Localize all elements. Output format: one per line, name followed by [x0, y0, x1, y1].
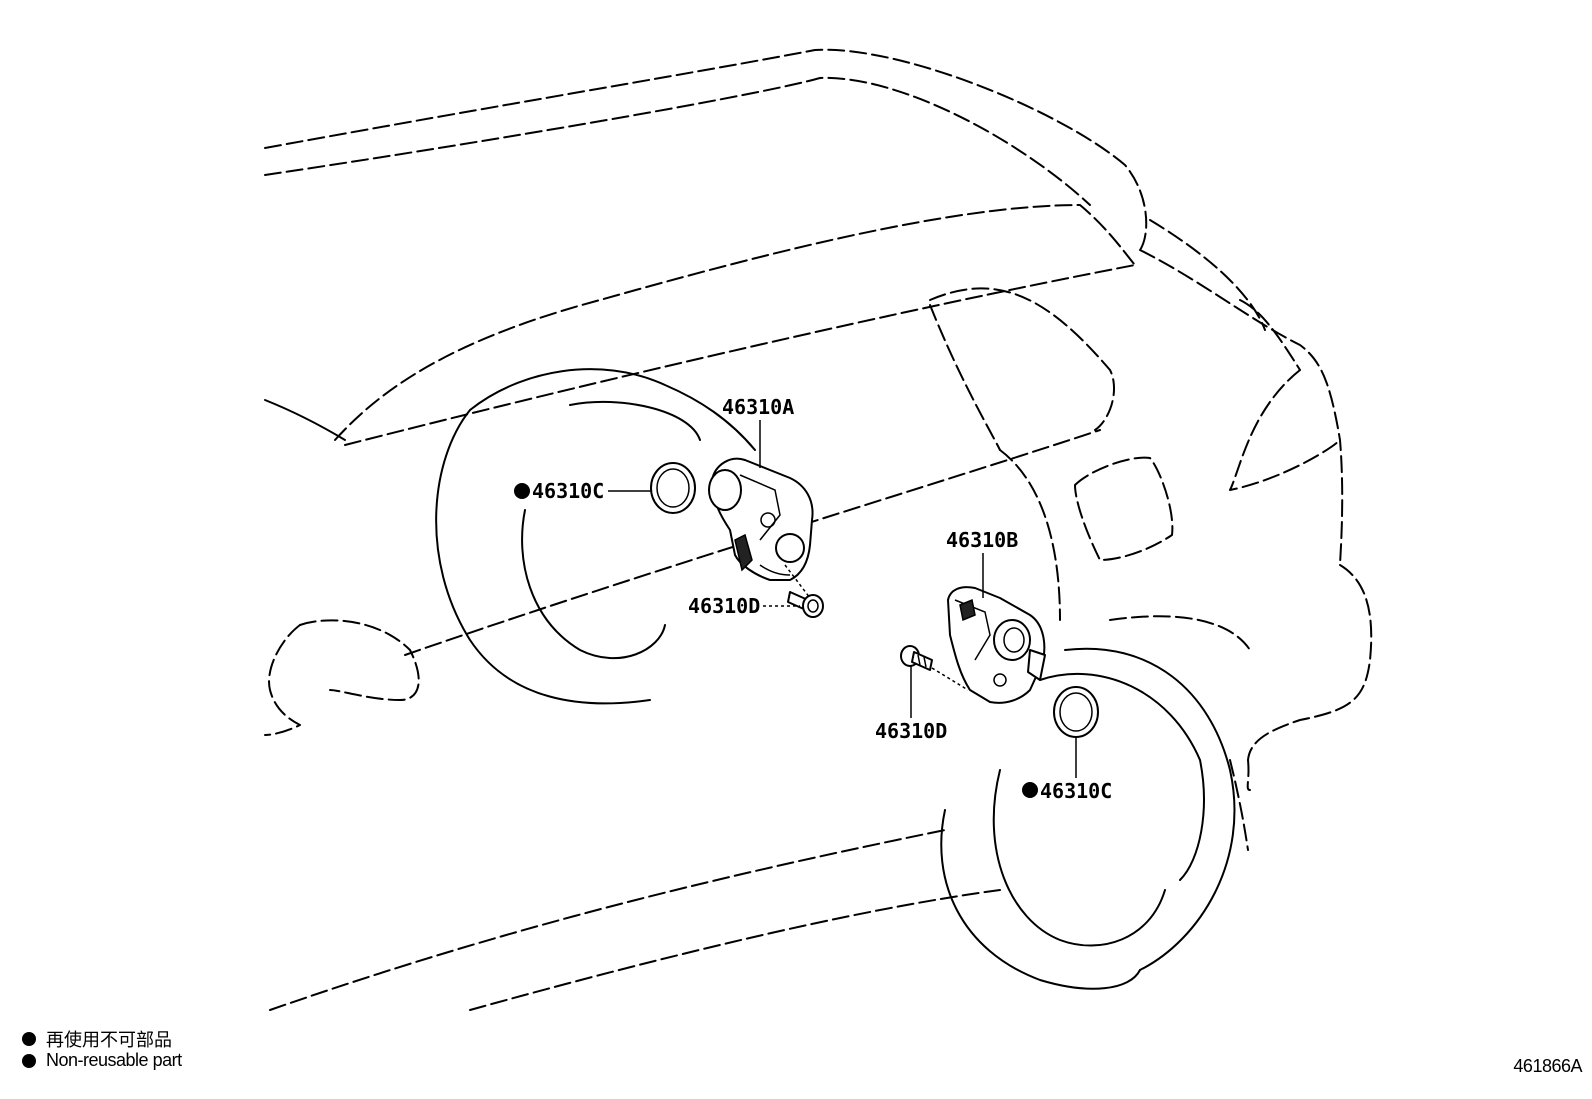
- rear-wheel: [940, 647, 1236, 990]
- non-reusable-marker-left: [514, 483, 530, 499]
- callout-46310c-right: 46310C: [1040, 779, 1112, 803]
- leader-lines: [608, 420, 1077, 778]
- bolt-upper: [787, 591, 824, 618]
- o-ring-left: [650, 462, 696, 514]
- o-ring-right: [1053, 686, 1099, 738]
- legend-non-reusable-jp: 再使用不可部品: [22, 1026, 172, 1052]
- callout-46310d-lower: 46310D: [875, 719, 947, 743]
- actuator-46310b: [947, 586, 1046, 704]
- legend-dot-icon: [22, 1053, 36, 1068]
- illustration-code: 461866A: [1513, 1056, 1582, 1076]
- legend-non-reusable-en: Non-reusable part: [22, 1050, 182, 1071]
- callout-46310b: 46310B: [946, 528, 1018, 552]
- callout-46310c-left: 46310C: [532, 479, 604, 503]
- front-wheel: [435, 368, 756, 705]
- legend-dot-icon: [22, 1032, 36, 1046]
- actuator-46310a: [708, 457, 814, 581]
- legend-jp-label: 再使用不可部品: [46, 1030, 172, 1051]
- callout-46310d-upper: 46310D: [688, 594, 760, 618]
- legend-en-label: Non-reusable part: [46, 1050, 182, 1070]
- non-reusable-marker-right: [1022, 782, 1038, 798]
- bolt-lower: [900, 645, 933, 671]
- callout-46310a: 46310A: [722, 395, 794, 419]
- vehicle-outline: [264, 48, 1373, 1011]
